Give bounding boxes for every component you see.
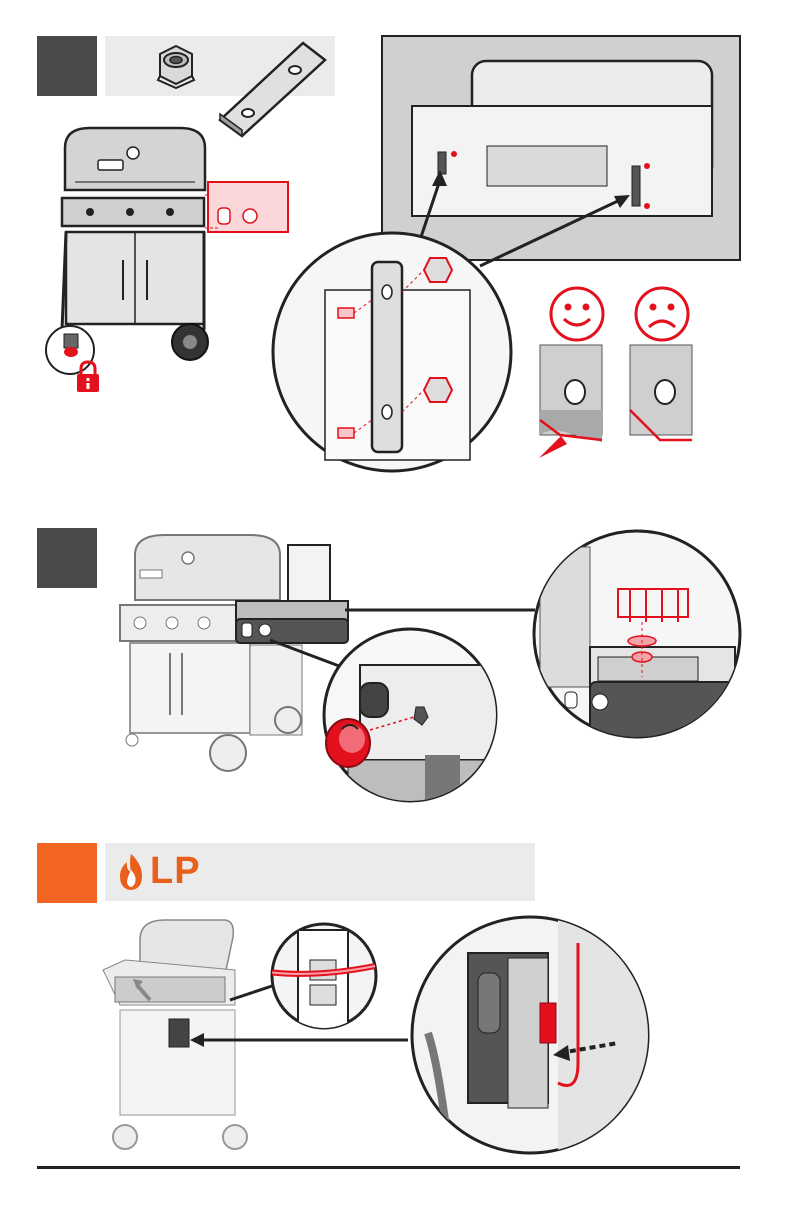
- ignition-module-zoom: [408, 913, 652, 1157]
- page-bottom-rule: [37, 1166, 740, 1169]
- hose-clip-zoom: [268, 920, 380, 1032]
